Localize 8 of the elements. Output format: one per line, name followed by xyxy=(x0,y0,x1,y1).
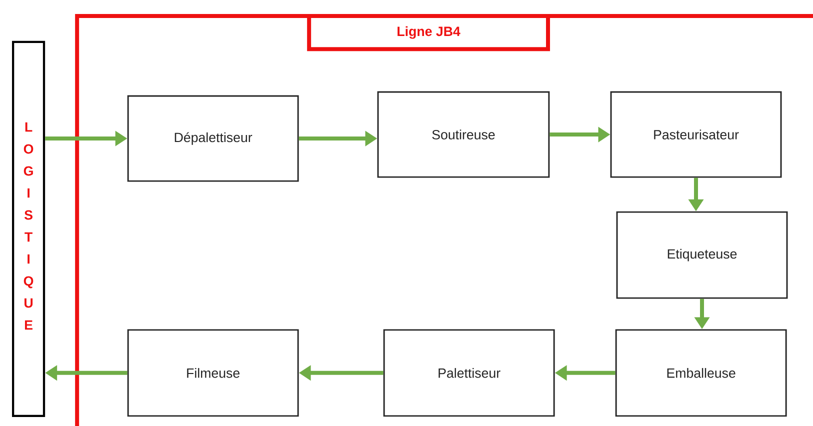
process-box: Pasteurisateur xyxy=(610,91,782,178)
process-box: Soutireuse xyxy=(377,91,550,178)
process-box: Etiqueteuse xyxy=(616,211,788,299)
process-box: Filmeuse xyxy=(127,329,299,417)
process-box: Emballeuse xyxy=(615,329,787,417)
side-bar: LOGISTIQUE xyxy=(12,40,46,417)
process-box: Palettiseur xyxy=(383,329,555,417)
process-box: Dépalettiseur xyxy=(127,95,299,182)
